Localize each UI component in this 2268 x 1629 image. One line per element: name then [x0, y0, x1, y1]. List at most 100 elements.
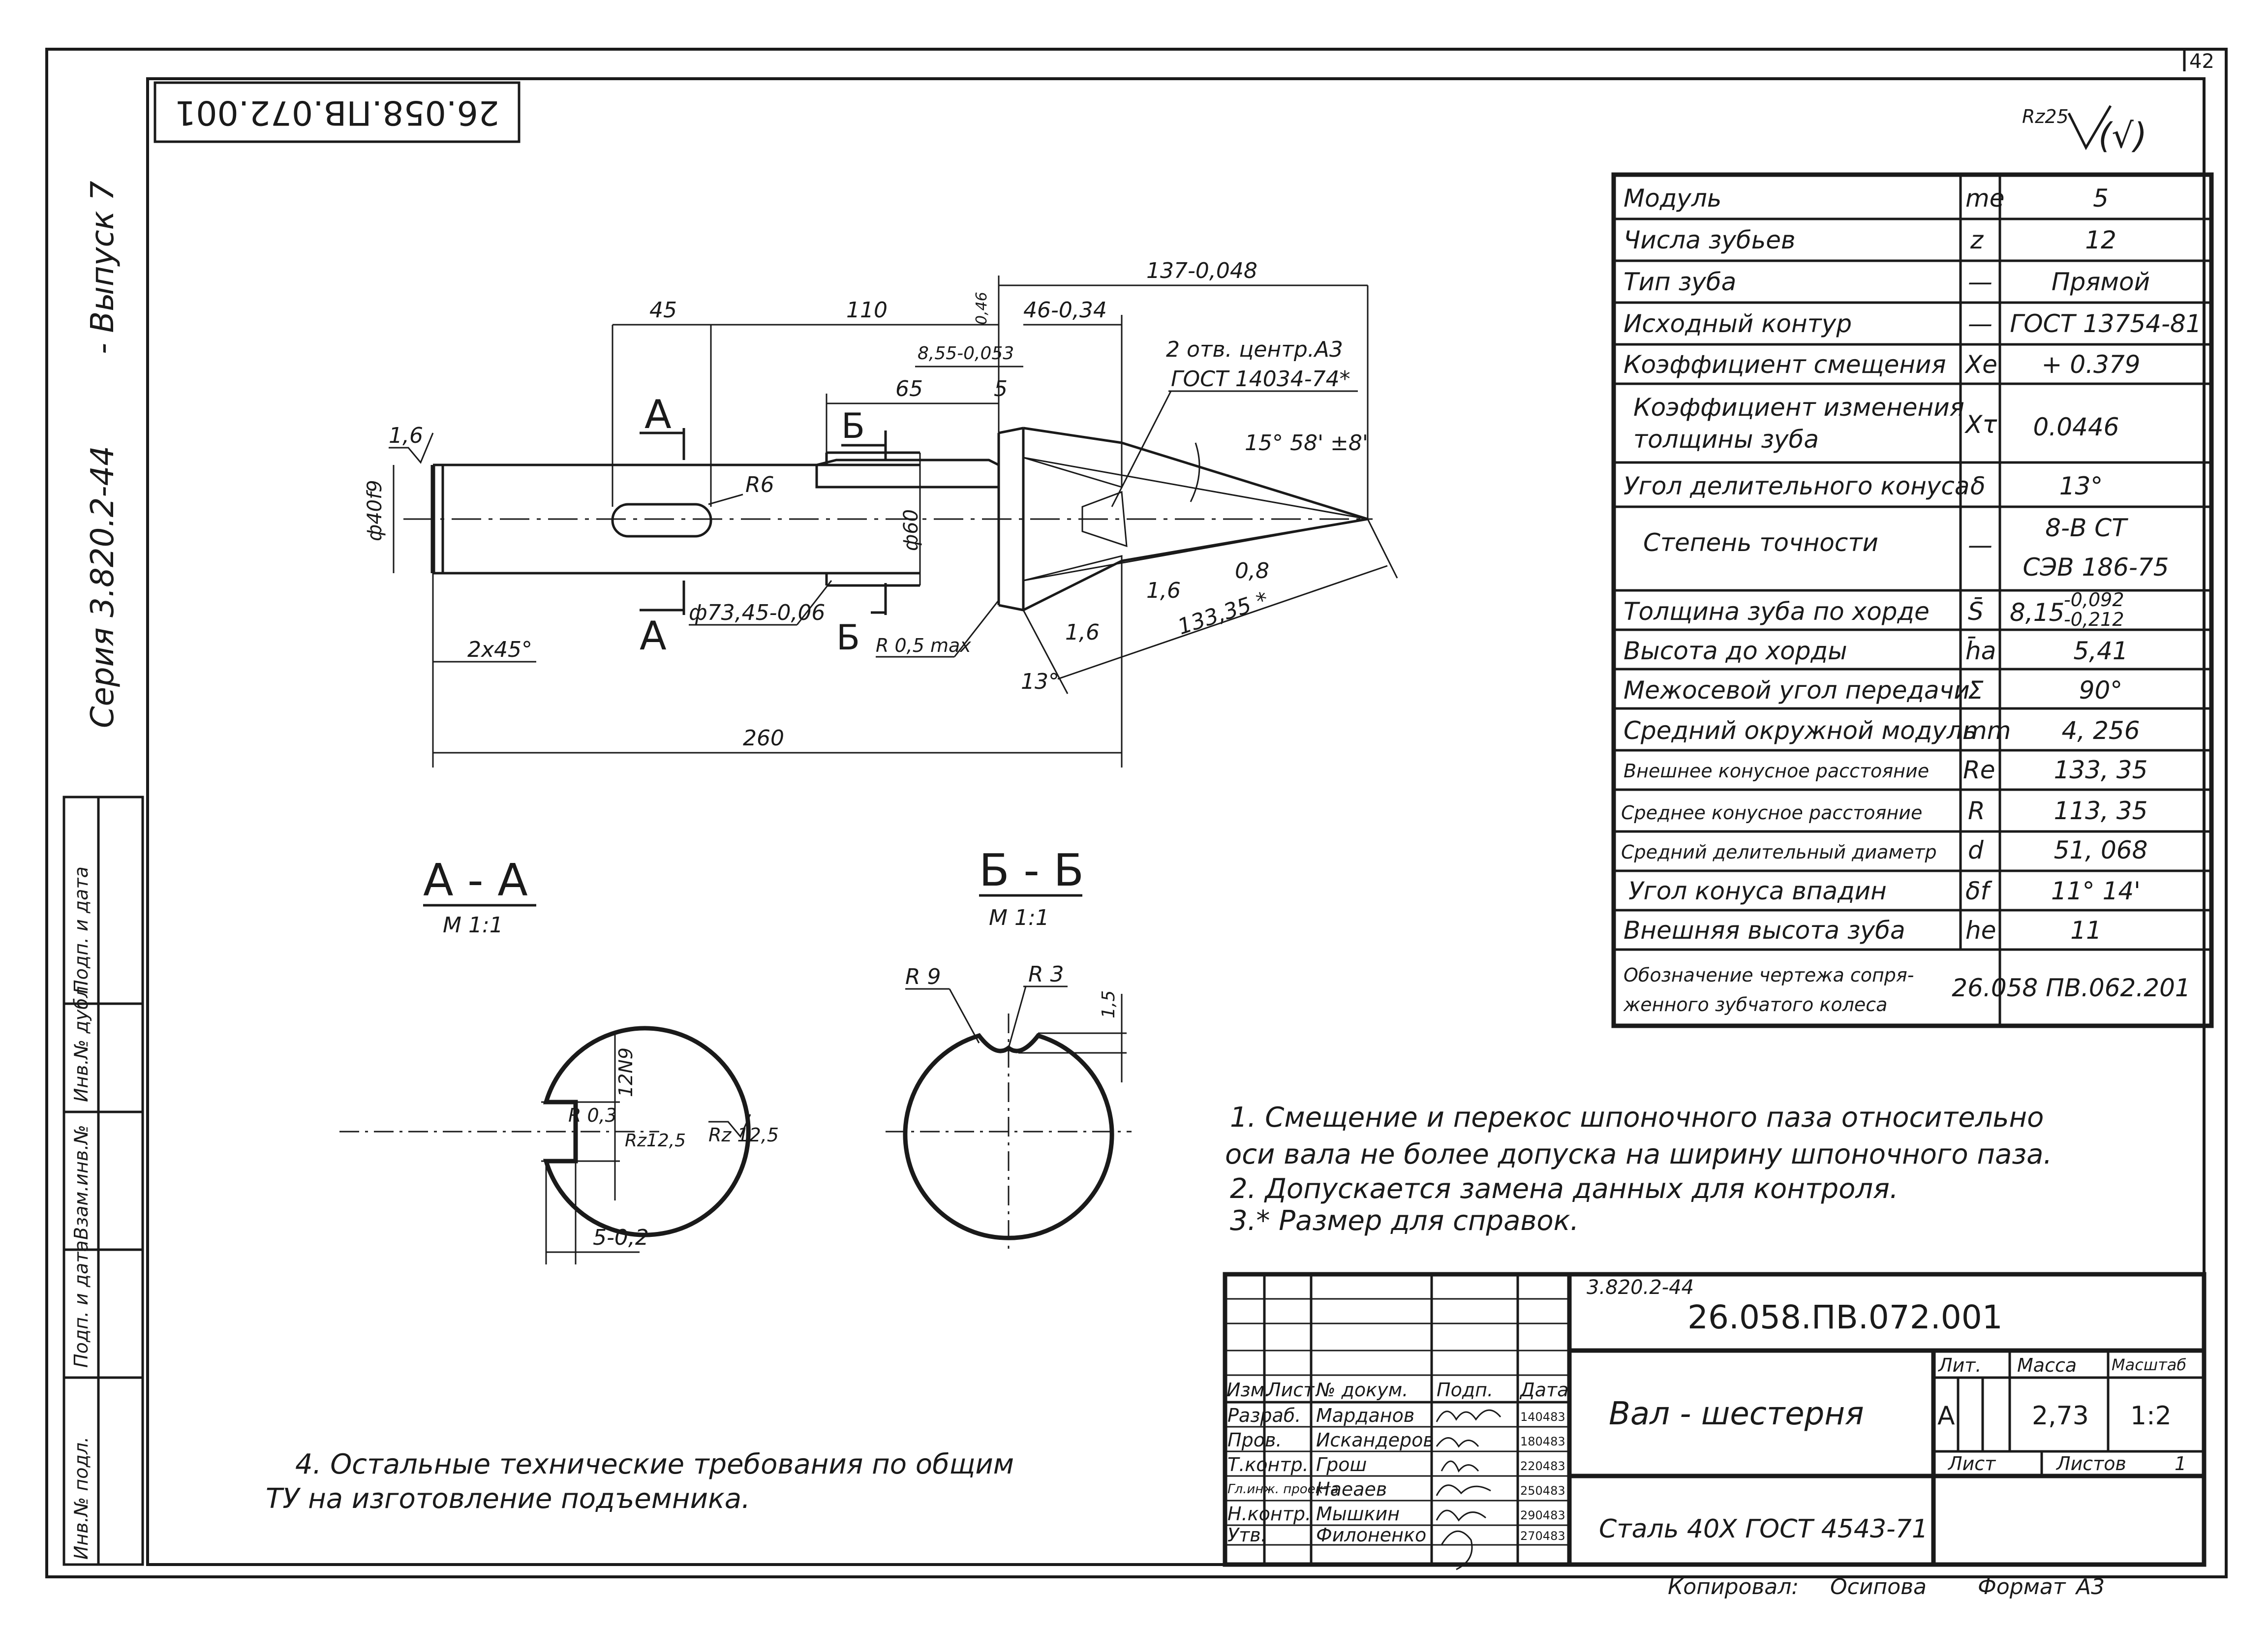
param-13-sym: R	[1968, 797, 1985, 825]
param-13-name: Среднее конусное расстояние	[1621, 802, 1922, 824]
issue-label: - Выпуск 7	[85, 181, 121, 354]
section-bb-title: Б - Б	[979, 845, 1084, 896]
series-label: Серия 3.820.2-44	[85, 446, 121, 728]
param-6-name: Угол делительного конуса	[1624, 472, 1970, 500]
param-6-sym: δ	[1970, 472, 1986, 500]
dim-45: 45	[649, 298, 677, 323]
param-5-name: Коэффициент изменения	[1633, 393, 1964, 422]
param-6-val: 13°	[2059, 472, 2103, 500]
inner-frame	[146, 77, 2206, 1566]
left-stamp: Инв.№ подл. Подп. и дата Взам.инв.№ Инв.…	[62, 796, 144, 1566]
footer: Копировал: Осипова Формат А3	[1668, 1574, 2105, 1599]
note-4b: ТУ на изготовление подъемника.	[266, 1483, 750, 1515]
tb-role-2: Т.контр.	[1227, 1454, 1309, 1475]
param-1-name: Числа зубьев	[1624, 226, 1795, 254]
outer-frame	[45, 48, 2228, 1578]
tb-role-4: Н.контр.	[1227, 1503, 1311, 1525]
bb-r9: R 9	[905, 964, 941, 989]
footer-format-value: А3	[2075, 1574, 2105, 1599]
tb-sheets-value: 1	[2175, 1453, 2186, 1475]
tb-date-0: 140483	[1520, 1410, 1565, 1424]
dim-110: 110	[846, 298, 888, 323]
param-12-sym: Re	[1963, 756, 1995, 784]
param-0-name: Модуль	[1624, 184, 1721, 213]
tb-hdr-list: Лист	[1266, 1379, 1315, 1401]
radius-r6: R6	[745, 472, 774, 497]
dim-65: 65	[895, 376, 923, 401]
param-3-name: Исходный контур	[1624, 309, 1852, 338]
param-9-sym: h̄a	[1965, 636, 1996, 665]
param-3-sym: —	[1968, 309, 1992, 338]
tb-designation: 26.058.ПВ.072.001	[1687, 1298, 2003, 1336]
dim-phi60: ф60	[900, 509, 922, 551]
tb-name-1: Искандеров	[1316, 1429, 1434, 1451]
tb-role-5: Утв.	[1227, 1524, 1267, 1546]
tb-sheet-label: Лист	[1947, 1453, 1996, 1475]
dim-46: 46-0,34	[1023, 298, 1107, 323]
tb-material: Сталь 40Х ГОСТ 4543-71	[1599, 1514, 1928, 1544]
aa-width: 12N9	[615, 1047, 637, 1097]
note-holes-2: ГОСТ 14034-74*	[1171, 367, 1350, 392]
param-table: Модуль me 5 Числа зубьев z 12 Тип зуба —…	[1611, 172, 2214, 1028]
tb-mass-label: Масса	[2017, 1354, 2077, 1376]
param-11-name: Средний окружной модуль	[1624, 716, 1977, 745]
tb-lit-value: А	[1937, 1401, 1955, 1431]
signature-4	[1436, 1509, 1486, 1522]
section-a-top: A	[644, 392, 672, 437]
param-1-val: 12	[2085, 226, 2116, 254]
param-13-val: 113, 35	[2054, 797, 2148, 825]
param-8-sym: S̄	[1968, 597, 1984, 626]
tb-lit-label: Лит.	[1937, 1354, 1982, 1376]
note-1a: 1. Смещение и перекос шпоночного паза от…	[1230, 1102, 2044, 1134]
section-bb: Б - Б М 1:1 R 9 R 3 1,5	[886, 845, 1132, 1250]
signature-1	[1436, 1437, 1479, 1448]
dim-046: 0,46	[973, 292, 990, 325]
tb-date-2: 220483	[1520, 1459, 1565, 1473]
dim-angle: 15° 58' ±8'	[1245, 430, 1368, 456]
tb-name-0: Марданов	[1316, 1405, 1414, 1426]
aa-r03: R 0,3	[568, 1105, 617, 1126]
tb-scale-label: Масштаб	[2112, 1355, 2186, 1374]
rough-08: 0,8	[1235, 558, 1269, 584]
rough-16a: 1,6	[389, 423, 423, 448]
stamp-label-5: Подп. и дата	[70, 866, 92, 994]
param-14-sym: d	[1968, 836, 1984, 864]
bb-r3: R 3	[1028, 962, 1064, 987]
tb-series-small: 3.820.2-44	[1587, 1276, 1694, 1299]
param-16-val: 11	[2070, 916, 2102, 945]
param-17-name2: женного зубчатого колеса	[1623, 994, 1887, 1015]
param-15-val: 11° 14'	[2051, 877, 2141, 905]
param-8-val: 8,15	[2010, 598, 2064, 627]
dim-r05: R 0,5 max	[876, 635, 971, 656]
footer-copier: Осипова	[1830, 1574, 1927, 1599]
tb-part-name: Вал - шестерня	[1609, 1396, 1864, 1432]
tb-date-4: 290483	[1520, 1508, 1565, 1522]
param-9-val: 5,41	[2073, 637, 2128, 665]
title-block: Изм. Лист № докум. Подп. Дата Разраб. Ма…	[1223, 1272, 2207, 1570]
signature-2	[1440, 1460, 1479, 1473]
param-5-sym: Xτ	[1964, 410, 1997, 439]
param-11-val: 4, 256	[2061, 716, 2140, 745]
tb-date-3: 250483	[1520, 1484, 1565, 1498]
tb-name-5: Филоненко	[1316, 1524, 1426, 1546]
param-14-name: Средний делительный диаметр	[1621, 841, 1937, 863]
param-12-name: Внешнее конусное расстояние	[1624, 760, 1929, 782]
signature-0	[1436, 1409, 1502, 1422]
param-9-name: Высота до хорды	[1624, 637, 1847, 665]
shaft-view: 45 110 137-0,048 0,46 46-0,34 8,55-0,053…	[364, 258, 1398, 768]
param-8-name: Толщина зуба по хорде	[1624, 597, 1930, 626]
rough-16c: 1,6	[1065, 620, 1100, 645]
param-1-sym: z	[1970, 226, 1984, 254]
aa-dim5: 5-0,2	[593, 1225, 649, 1250]
signature-3	[1436, 1484, 1491, 1496]
section-aa-scale: М 1:1	[443, 913, 503, 938]
dim-260: 260	[743, 726, 784, 751]
page-number: 42	[2189, 50, 2214, 73]
note-2: 2. Допускается замена данных для контрол…	[1230, 1173, 1899, 1205]
tb-role-1: Пров.	[1227, 1429, 1282, 1451]
aa-rz125a: Rz12,5	[625, 1131, 686, 1151]
param-8-sub: -0,212	[2064, 609, 2124, 630]
bb-d15: 1,5	[1099, 990, 1119, 1018]
dim-chamfer: 2x45°	[467, 637, 532, 662]
